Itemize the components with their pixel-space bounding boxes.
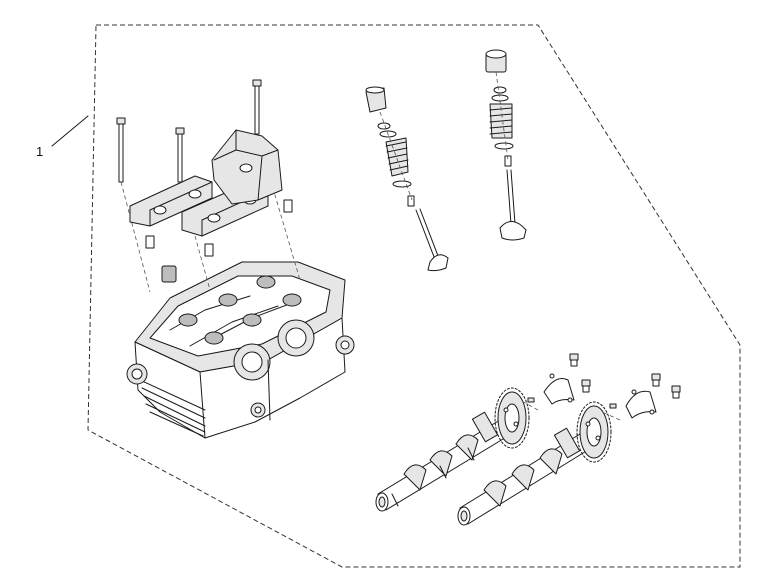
sprocket-bolts-1[interactable] bbox=[527, 353, 591, 403]
callout-1-leader bbox=[51, 115, 89, 147]
cam-sprocket-bracket-2[interactable] bbox=[601, 389, 657, 421]
kit-boundary bbox=[87, 24, 741, 568]
camshaft-holder-right[interactable] bbox=[211, 129, 283, 205]
cylinder-head[interactable] bbox=[126, 261, 355, 439]
callout-1[interactable]: 1 bbox=[36, 115, 89, 159]
valve-assembly-exhaust[interactable] bbox=[485, 49, 527, 241]
dowel-pins[interactable] bbox=[145, 199, 293, 283]
cam-sprocket-bracket-1[interactable] bbox=[519, 373, 575, 411]
valve-assembly-intake[interactable] bbox=[365, 86, 449, 272]
head-bolt-center[interactable] bbox=[175, 127, 211, 291]
sprocket-bolts-2[interactable] bbox=[609, 373, 681, 409]
camshaft-intake[interactable] bbox=[375, 387, 530, 512]
callout-1-number: 1 bbox=[36, 144, 43, 159]
head-bolt-right[interactable] bbox=[252, 79, 301, 281]
head-bolt-left[interactable] bbox=[116, 117, 151, 293]
camshaft-holder-left[interactable] bbox=[129, 175, 213, 227]
camshaft-exhaust[interactable] bbox=[457, 401, 612, 526]
